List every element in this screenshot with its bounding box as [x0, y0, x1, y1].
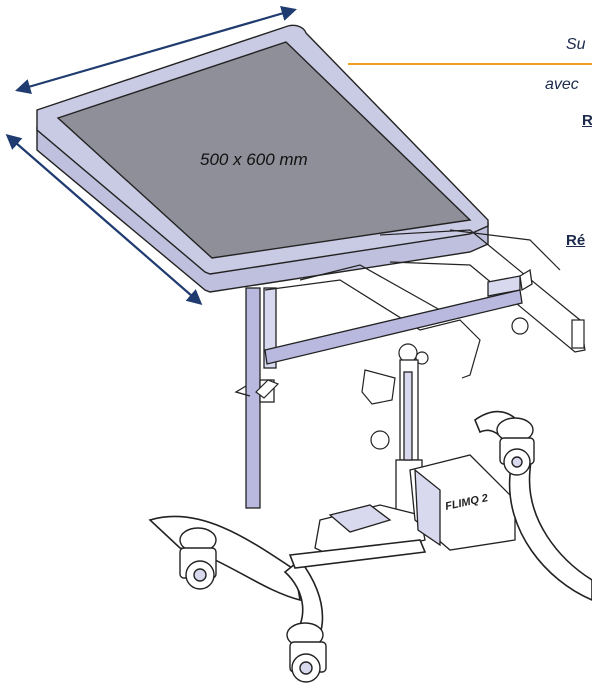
side-text-1: Su [566, 36, 586, 53]
side-text-3: R [582, 112, 592, 129]
support-post [234, 287, 277, 509]
side-text-2: avec [545, 76, 579, 93]
tray-surface [56, 41, 472, 259]
tray [36, 24, 489, 293]
side-text-4: Ré [566, 232, 586, 249]
width-dimension-arrow [15, 6, 297, 94]
column [395, 359, 423, 521]
crossbar [264, 268, 533, 365]
casters [179, 417, 535, 683]
knobs [255, 317, 529, 450]
depth-dimension-arrow [5, 133, 203, 306]
arms [264, 229, 586, 379]
dimension-label: 500 x 600 mm [200, 150, 308, 169]
